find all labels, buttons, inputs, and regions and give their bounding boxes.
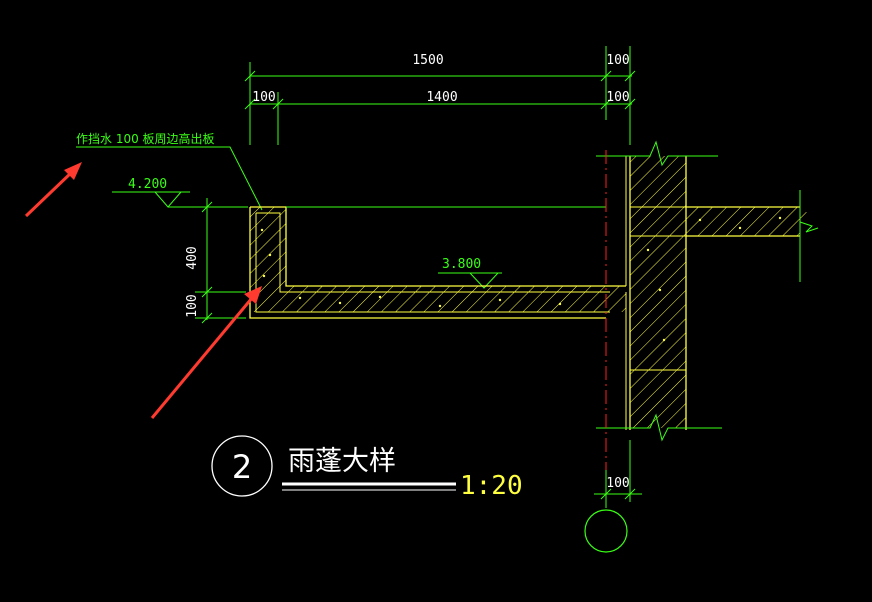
dim-total-1500: 1500 [412,53,443,68]
level-slab-text: 3.800 [442,257,481,272]
level-mark-top: 4.200 [112,177,248,208]
top-dimensions [244,46,636,145]
red-arrow-lower [150,286,262,419]
left-dimensions [195,198,246,324]
canopy-section [249,140,819,442]
axis-bubble [584,509,628,553]
dim-upturn-400: 400 [185,246,200,269]
scale-text: 1:20 [460,471,523,501]
dim-top-right-100: 100 [606,53,629,68]
dim-slab-100: 100 [185,294,200,317]
title-text: 雨蓬大样 [288,446,396,477]
axis-line [584,150,628,553]
red-arrow-upper [24,162,82,218]
dim-left-wall-100: 100 [252,90,275,105]
annotation-leader [76,146,263,211]
level-mark-slab: 3.800 [438,257,502,289]
detail-title: 2 雨蓬大样 1:20 [211,435,523,501]
title-circle [211,435,273,497]
title-number: 2 [232,448,252,486]
annotation-note: 作挡水 100 板周边高出板 [76,131,215,146]
dim-bottom-100: 100 [606,476,629,491]
dim-right-wall-100: 100 [606,90,629,105]
dim-clear-span-1400: 1400 [426,90,457,105]
bottom-dimension [594,440,642,502]
level-top-text: 4.200 [128,177,167,192]
